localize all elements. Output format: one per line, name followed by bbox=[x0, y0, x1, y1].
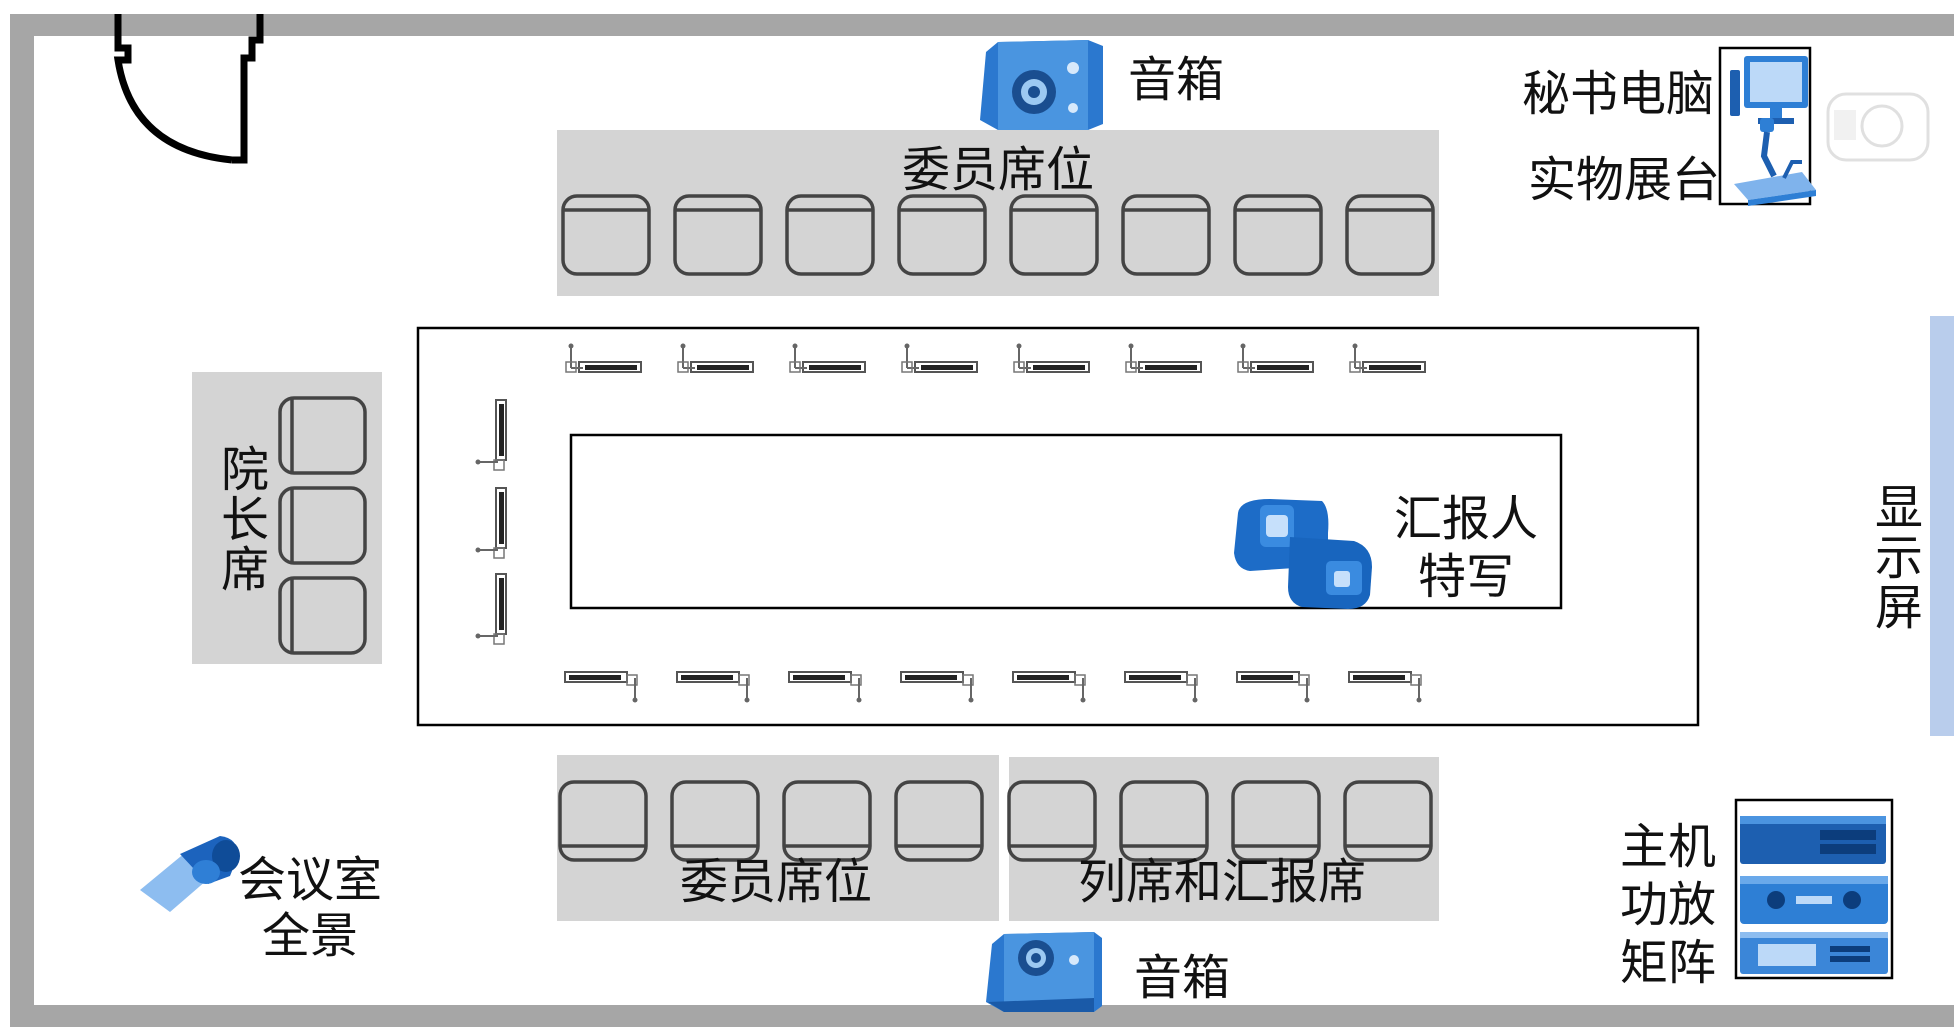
microphone-icon bbox=[1124, 671, 1198, 703]
microphone-icon bbox=[475, 573, 507, 645]
chair-icon bbox=[1231, 780, 1321, 862]
committee-chairs-top bbox=[561, 194, 1435, 276]
president-chairs bbox=[278, 396, 367, 655]
microphone-icon bbox=[1237, 343, 1314, 373]
equipment-rack-icon bbox=[1740, 816, 1888, 974]
chair-icon bbox=[782, 780, 872, 862]
microphone-icon bbox=[900, 671, 974, 703]
equipment-rack-frame bbox=[1734, 798, 1894, 980]
microphones-bottom bbox=[564, 671, 1422, 703]
microphone-icon bbox=[565, 343, 642, 373]
camera-icon bbox=[1234, 499, 1372, 609]
projector-icon bbox=[1826, 92, 1930, 162]
speaker-top-label: 音箱 bbox=[1128, 52, 1225, 108]
observer-seat-zone bbox=[1009, 757, 1439, 921]
chair-icon bbox=[1007, 780, 1097, 862]
chair-icon bbox=[894, 780, 984, 862]
committee-seat-zone-top bbox=[557, 130, 1439, 296]
president-seat-zone bbox=[192, 372, 382, 664]
microphone-icon bbox=[1012, 671, 1086, 703]
conference-table-outer bbox=[416, 326, 1700, 727]
microphone-icon bbox=[564, 671, 638, 703]
microphone-icon bbox=[901, 343, 978, 373]
speaker-icon bbox=[986, 932, 1102, 1012]
chair-icon bbox=[785, 194, 875, 276]
chair-icon bbox=[1345, 194, 1435, 276]
secretary-equipment-frame bbox=[1718, 46, 1812, 206]
chair-icon bbox=[561, 194, 651, 276]
chair-icon bbox=[1119, 780, 1209, 862]
document-camera-icon bbox=[1734, 118, 1816, 206]
camera-icon bbox=[140, 836, 240, 912]
microphone-icon bbox=[1125, 343, 1202, 373]
chair-icon bbox=[558, 780, 648, 862]
chair-icon bbox=[1233, 194, 1323, 276]
president-seat-label: 院长席 bbox=[212, 444, 268, 594]
microphone-icon bbox=[475, 399, 507, 471]
room-walls bbox=[10, 14, 1954, 1027]
computer-icon bbox=[1730, 56, 1808, 124]
display-screen-label: 显示屏 bbox=[1866, 482, 1922, 632]
chair-icon bbox=[278, 486, 367, 565]
microphones-top bbox=[565, 343, 1426, 373]
committee-seats-top-label: 委员席位 bbox=[902, 142, 1095, 198]
room-panorama-label: 会议室 全景 bbox=[238, 852, 383, 964]
speaker-icon bbox=[980, 40, 1103, 130]
chair-icon bbox=[670, 780, 760, 862]
equipment-rack-label: 主机 功放 矩阵 bbox=[1620, 819, 1717, 991]
microphone-icon bbox=[1349, 343, 1426, 373]
microphone-icon bbox=[1236, 671, 1310, 703]
microphone-icon bbox=[1013, 343, 1090, 373]
conference-table-inner bbox=[569, 433, 1563, 610]
speaker-bottom-label: 音箱 bbox=[1134, 950, 1231, 1006]
chair-icon bbox=[1121, 194, 1211, 276]
chair-icon bbox=[897, 194, 987, 276]
microphone-icon bbox=[676, 671, 750, 703]
chair-icon bbox=[278, 576, 367, 655]
chairs-bottom bbox=[558, 780, 1433, 862]
microphone-icon bbox=[475, 487, 507, 559]
microphone-icon bbox=[789, 343, 866, 373]
chair-icon bbox=[673, 194, 763, 276]
microphone-icon bbox=[677, 343, 754, 373]
microphones-left bbox=[475, 399, 507, 645]
microphone-icon bbox=[788, 671, 862, 703]
display-screen-bar bbox=[1930, 316, 1954, 736]
reporter-closeup-label: 汇报人 特写 bbox=[1394, 491, 1539, 605]
chair-icon bbox=[1343, 780, 1433, 862]
document-camera-label: 实物展台 bbox=[1528, 152, 1721, 208]
observer-reporter-seats-label: 列席和汇报席 bbox=[1078, 854, 1367, 910]
secretary-pc-label: 秘书电脑 bbox=[1522, 66, 1715, 122]
chair-icon bbox=[278, 396, 367, 475]
committee-seats-bottom-label: 委员席位 bbox=[680, 854, 873, 910]
microphone-icon bbox=[1348, 671, 1422, 703]
chair-icon bbox=[1009, 194, 1099, 276]
door-icon bbox=[113, 14, 264, 164]
